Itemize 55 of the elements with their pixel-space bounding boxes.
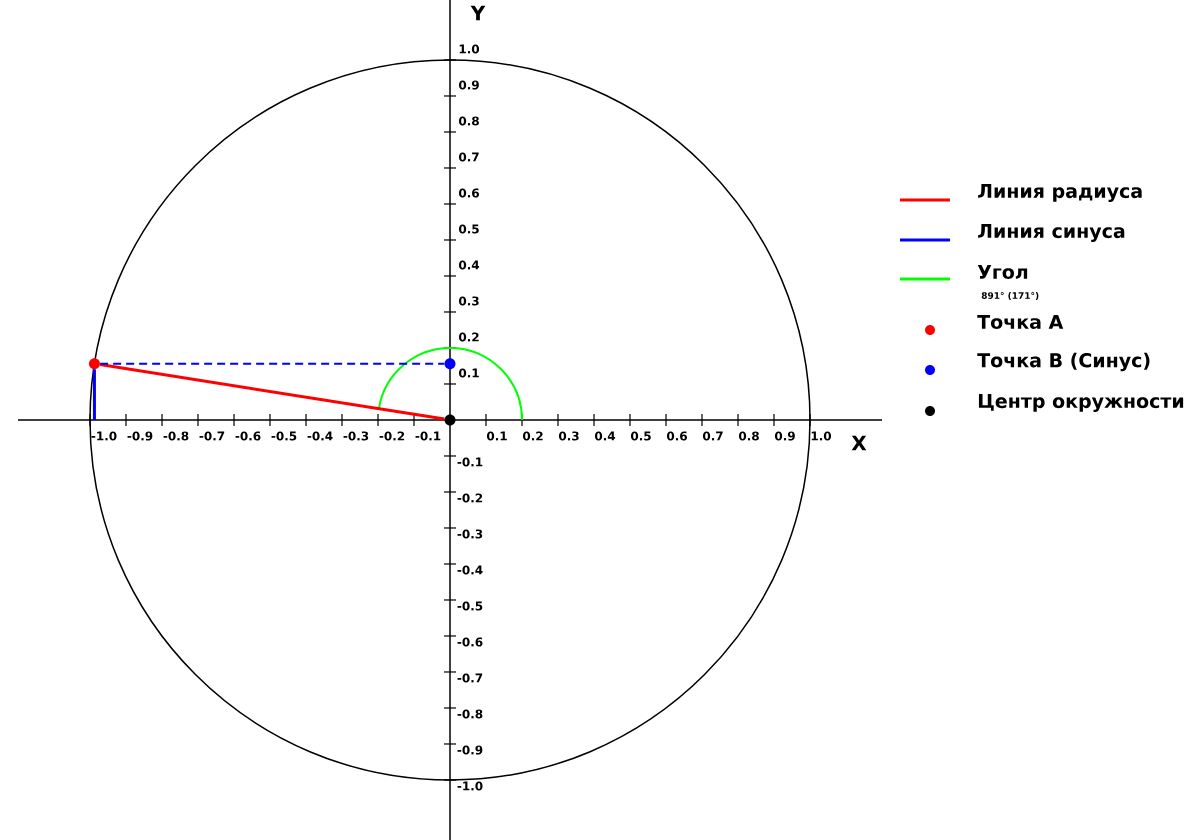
tick-label: -0.1: [415, 431, 441, 441]
sine-line: [92, 369, 96, 420]
legend-text: Точка A: [977, 314, 1064, 330]
tick-label: 0.8: [458, 116, 479, 126]
tick-label: -0.8: [163, 431, 189, 441]
tick-label: -0.3: [457, 529, 483, 539]
tick-label: -0.5: [271, 431, 297, 441]
tick-label: -0.5: [457, 601, 483, 611]
tick-label: -0.8: [457, 709, 483, 719]
tick-label: -0.9: [127, 431, 153, 441]
tick-label: -0.2: [379, 431, 405, 441]
tick-label: 0.1: [486, 431, 507, 441]
tick-label: 0.9: [458, 80, 479, 90]
tick-label: -0.7: [457, 673, 483, 683]
tick-label: 0.9: [774, 431, 795, 441]
projection-line: [99, 362, 446, 365]
tick-label: -0.6: [457, 637, 483, 647]
tick-label: -1.0: [457, 781, 483, 791]
tick-label: 0.5: [630, 431, 651, 441]
tick-label: 0.1: [458, 368, 479, 378]
legend-text: Угол: [977, 264, 1028, 280]
tick-label: 0.7: [702, 431, 723, 441]
axis-label: X: [851, 435, 867, 451]
tick-label: 0.2: [522, 431, 543, 441]
tick-label: 1.0: [811, 431, 832, 441]
tick-label: 0.3: [558, 431, 579, 441]
legend-text: Линия синуса: [978, 224, 1125, 242]
tick-label: -0.4: [457, 565, 483, 575]
tick-label: 0.6: [666, 431, 687, 441]
tick-label: -0.3: [343, 431, 369, 441]
tick-label: -0.6: [235, 431, 261, 441]
legend-text: Линия радиуса: [978, 184, 1142, 202]
tick-label: 0.4: [458, 260, 480, 270]
tick-label: -0.9: [457, 745, 483, 755]
tick-label: 0.2: [458, 332, 479, 342]
tick-label: 0.5: [458, 224, 479, 234]
tick-label: -0.7: [199, 431, 225, 441]
legend-text: Центр окружности: [978, 394, 1184, 412]
tick-label: 0.7: [458, 152, 479, 162]
tick-label: -1.0: [91, 431, 117, 441]
point: [444, 414, 456, 426]
tick-label: -0.1: [457, 457, 483, 467]
tick-label: -0.2: [457, 493, 483, 503]
tick-label: 0.4: [594, 431, 616, 441]
axis-label: Y: [470, 5, 486, 21]
angle-value: 891° (171°): [981, 291, 1039, 300]
tick-label: 0.6: [458, 188, 479, 198]
point: [444, 358, 456, 370]
tick-label: 0.8: [738, 431, 759, 441]
tick-label: 1.0: [459, 44, 480, 54]
legend-text: Точка B (Синус): [977, 352, 1150, 372]
tick-label: -0.4: [307, 431, 333, 441]
point: [88, 358, 100, 370]
radius-line: [99, 363, 445, 421]
tick-label: 0.3: [458, 296, 479, 306]
